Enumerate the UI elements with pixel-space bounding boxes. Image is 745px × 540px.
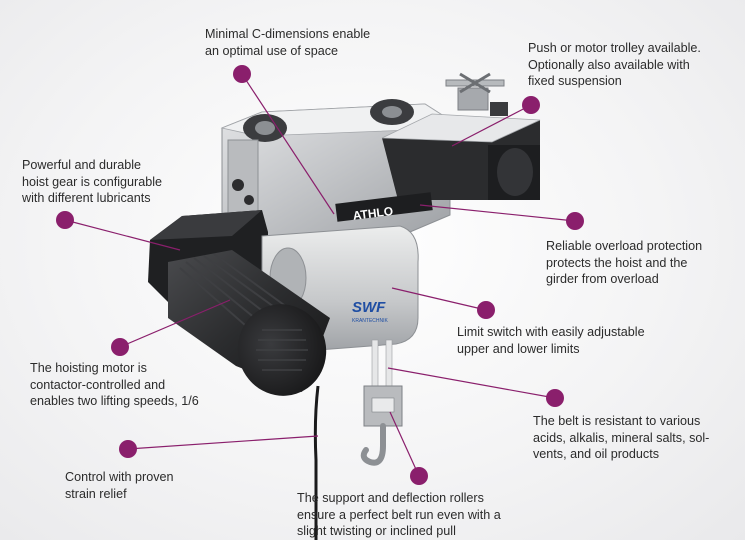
callout-hoisting-motor: The hoisting motor is contactor-controll… xyxy=(30,361,199,408)
swf-logo: SWF KRANTECHNIK xyxy=(352,299,389,324)
hoisting-motor xyxy=(168,250,330,396)
callout-hoist-gear: Powerful and durable hoist gear is confi… xyxy=(22,158,163,205)
trolley-drive xyxy=(381,72,541,200)
callout-control: Control with proven strain relief xyxy=(65,470,174,501)
callout-c-dimensions: Minimal C-dimensions enable an optimal u… xyxy=(205,27,371,58)
dot-c-dimensions xyxy=(233,65,251,83)
dot-hoisting-motor xyxy=(111,338,129,356)
model-text: ATHLO xyxy=(352,204,394,223)
dot-hoist-gear xyxy=(56,211,74,229)
callout-trolley: Push or motor trolley available. Optiona… xyxy=(528,41,701,88)
logo-text: SWF xyxy=(352,299,386,316)
belt-and-hook xyxy=(360,339,403,466)
dot-overload xyxy=(566,212,584,230)
callout-rollers: The support and deflection rollers ensur… xyxy=(297,491,501,538)
model-plate: ATHLO xyxy=(335,192,433,223)
dot-control xyxy=(119,440,137,458)
callout-belt: The belt is resistant to various acids, … xyxy=(533,414,710,461)
callout-limit-switch: Limit switch with easily adjustable uppe… xyxy=(457,325,645,356)
callout-overload: Reliable overload protection protects th… xyxy=(546,239,703,286)
leader-lines xyxy=(64,73,576,477)
callout-dots xyxy=(56,65,584,485)
dot-trolley xyxy=(522,96,540,114)
control-cable xyxy=(313,385,320,540)
dot-belt xyxy=(546,389,564,407)
dot-rollers xyxy=(410,467,428,485)
dot-limit-switch xyxy=(477,301,495,319)
logo-subtext: KRANTECHNIK xyxy=(352,318,389,324)
